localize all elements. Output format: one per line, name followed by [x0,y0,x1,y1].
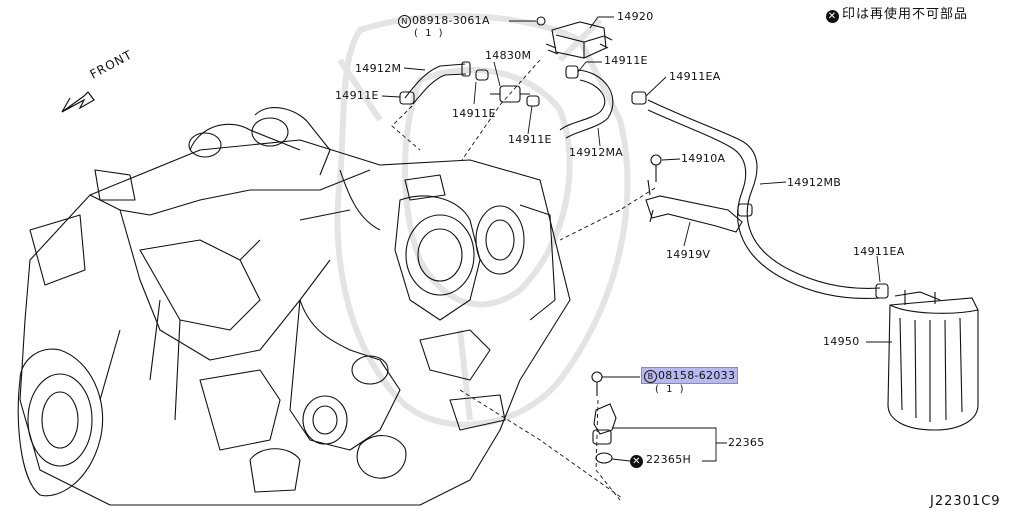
legend: ✕印は再使用不可部品 [826,7,969,23]
part-label-14950: 14950 [823,335,860,348]
front-arrow-icon [61,91,95,113]
part-label-14910A: 14910A [681,152,726,165]
bracket-14919V [645,154,743,233]
dashed-guides [391,59,656,501]
hose-14912M [399,61,471,105]
watermark-logo [334,13,631,428]
part-label-14830M: 14830M [485,49,532,62]
solenoid-valve-14920 [536,16,613,59]
n-circle-icon: N [398,15,411,28]
diagram-code: J22301C9 [930,494,1001,509]
qty-08918: ( 1 ) [414,28,445,39]
part-label-14911E-d: 14911E [508,133,552,146]
part-label-14912MA: 14912MA [569,146,624,159]
part-label-14919V: 14919V [666,248,711,261]
part-label-14911EA-b: 14911EA [853,245,905,258]
part-label-14912MB: 14912MB [787,176,842,189]
part-label-14911E-a: 14911E [604,54,648,67]
qty-08158: ( 1 ) [655,384,686,395]
part-label-14920: 14920 [617,10,654,23]
check-valve-14830M [475,69,540,107]
x-circle-icon: ✕ [826,10,839,23]
x-circle-icon: ✕ [630,455,643,468]
legend-text: 印は再使用不可部品 [842,7,969,22]
part-label-14912M: 14912M [355,62,402,75]
hose-14912MB [631,91,889,299]
leader-lines [381,16,892,462]
part-label-14911EA-a: 14911EA [669,70,721,83]
b-circle-icon: B [644,370,657,383]
part-label-22365: 22365 [728,436,765,449]
sensor-22365 [591,371,617,464]
part-label-14911E-b: 14911E [335,89,379,102]
canister-14950 [887,290,979,431]
engine-assembly [17,107,571,506]
part-label-14911E-c: 14911E [452,107,496,120]
part-label-22365H: ✕22365H [630,454,691,468]
